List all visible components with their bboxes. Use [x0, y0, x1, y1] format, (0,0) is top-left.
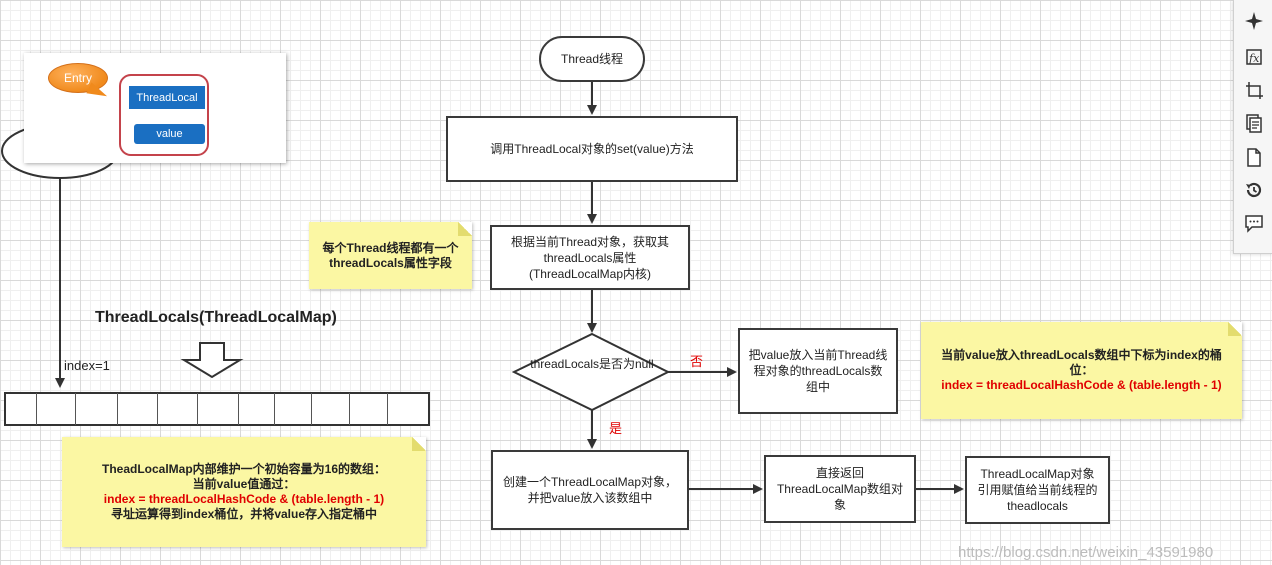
map-note-line4: 寻址运算得到index桶位，并将value存入指定桶中 [110, 507, 378, 521]
value-box: value [134, 124, 205, 144]
array-title: ThreadLocals(ThreadLocalMap) [95, 309, 337, 326]
no-label: 否 [690, 354, 704, 369]
put-value-node: 把value放入当前Thread线程对象的threadLocals数组中 [738, 328, 898, 414]
pages-icon[interactable] [1241, 110, 1267, 136]
index-note-formula: index = threadLocalHashCode & (table.len… [941, 378, 1222, 392]
array-slot-divider [274, 393, 275, 425]
right-toolbar: fx [1233, 0, 1272, 254]
yes-label: 是 [609, 421, 623, 436]
array-slot-divider [238, 393, 239, 425]
index-label: index=1 [64, 358, 110, 373]
get-locals-node: 根据当前Thread对象，获取其threadLocals属性(ThreadLoc… [490, 225, 690, 290]
page-icon[interactable] [1241, 144, 1267, 170]
array-slot-divider [197, 393, 198, 425]
array-slot-divider [75, 393, 76, 425]
call-set-node: 调用ThreadLocal对象的set(value)方法 [446, 116, 738, 182]
create-map-node: 创建一个ThreadLocalMap对象，并把value放入该数组中 [491, 450, 689, 530]
comment-icon[interactable] [1241, 210, 1267, 236]
decision-diamond [511, 332, 671, 412]
threadlocal-key-box: ThreadLocal [129, 86, 205, 109]
map-note: TheadLocalMap内部维护一个初始容量为16的数组： 当前value值通… [62, 437, 426, 547]
history-icon[interactable] [1241, 177, 1267, 203]
hollow-down-arrow [180, 342, 244, 379]
decision-label: threadLocals是否为null [530, 357, 654, 371]
entry-callout: Entry [48, 63, 108, 93]
watermark: https://blog.csdn.net/weixin_43591980 [958, 544, 1214, 561]
array-slot-divider [349, 393, 350, 425]
array-slot-divider [117, 393, 118, 425]
array-slot-divider [157, 393, 158, 425]
function-icon[interactable]: fx [1241, 44, 1267, 70]
compass-icon[interactable] [1241, 8, 1267, 34]
index-note: 当前value放入threadLocals数组中下标为index的桶位： ind… [921, 322, 1242, 419]
map-note-line1: TheadLocalMap内部维护一个初始容量为16的数组： [101, 462, 387, 476]
index-note-line1: 当前value放入threadLocals数组中下标为index的桶位： [941, 348, 1222, 377]
array-slot-divider [36, 393, 37, 425]
value-label: value [156, 128, 183, 140]
assign-ref-node: ThreadLocalMap对象引用赋值给当前线程的theadlocals [965, 456, 1110, 524]
array-slot-divider [311, 393, 312, 425]
map-note-line2: 当前value值通过： [192, 477, 296, 491]
array-slot-divider [387, 393, 388, 425]
entry-label: Entry [63, 71, 92, 85]
thread-note: 每个Thread线程都有一个threadLocals属性字段 [309, 222, 472, 289]
svg-text:fx: fx [1248, 52, 1260, 65]
crop-icon[interactable] [1241, 77, 1267, 103]
start-node: Thread线程 [539, 36, 645, 82]
map-note-formula: index = threadLocalHashCode & (table.len… [103, 492, 385, 506]
thread-locals-array [4, 392, 430, 426]
threadlocal-key-label: ThreadLocal [136, 91, 198, 104]
return-map-node: 直接返回ThreadLocalMap数组对象 [764, 455, 916, 523]
